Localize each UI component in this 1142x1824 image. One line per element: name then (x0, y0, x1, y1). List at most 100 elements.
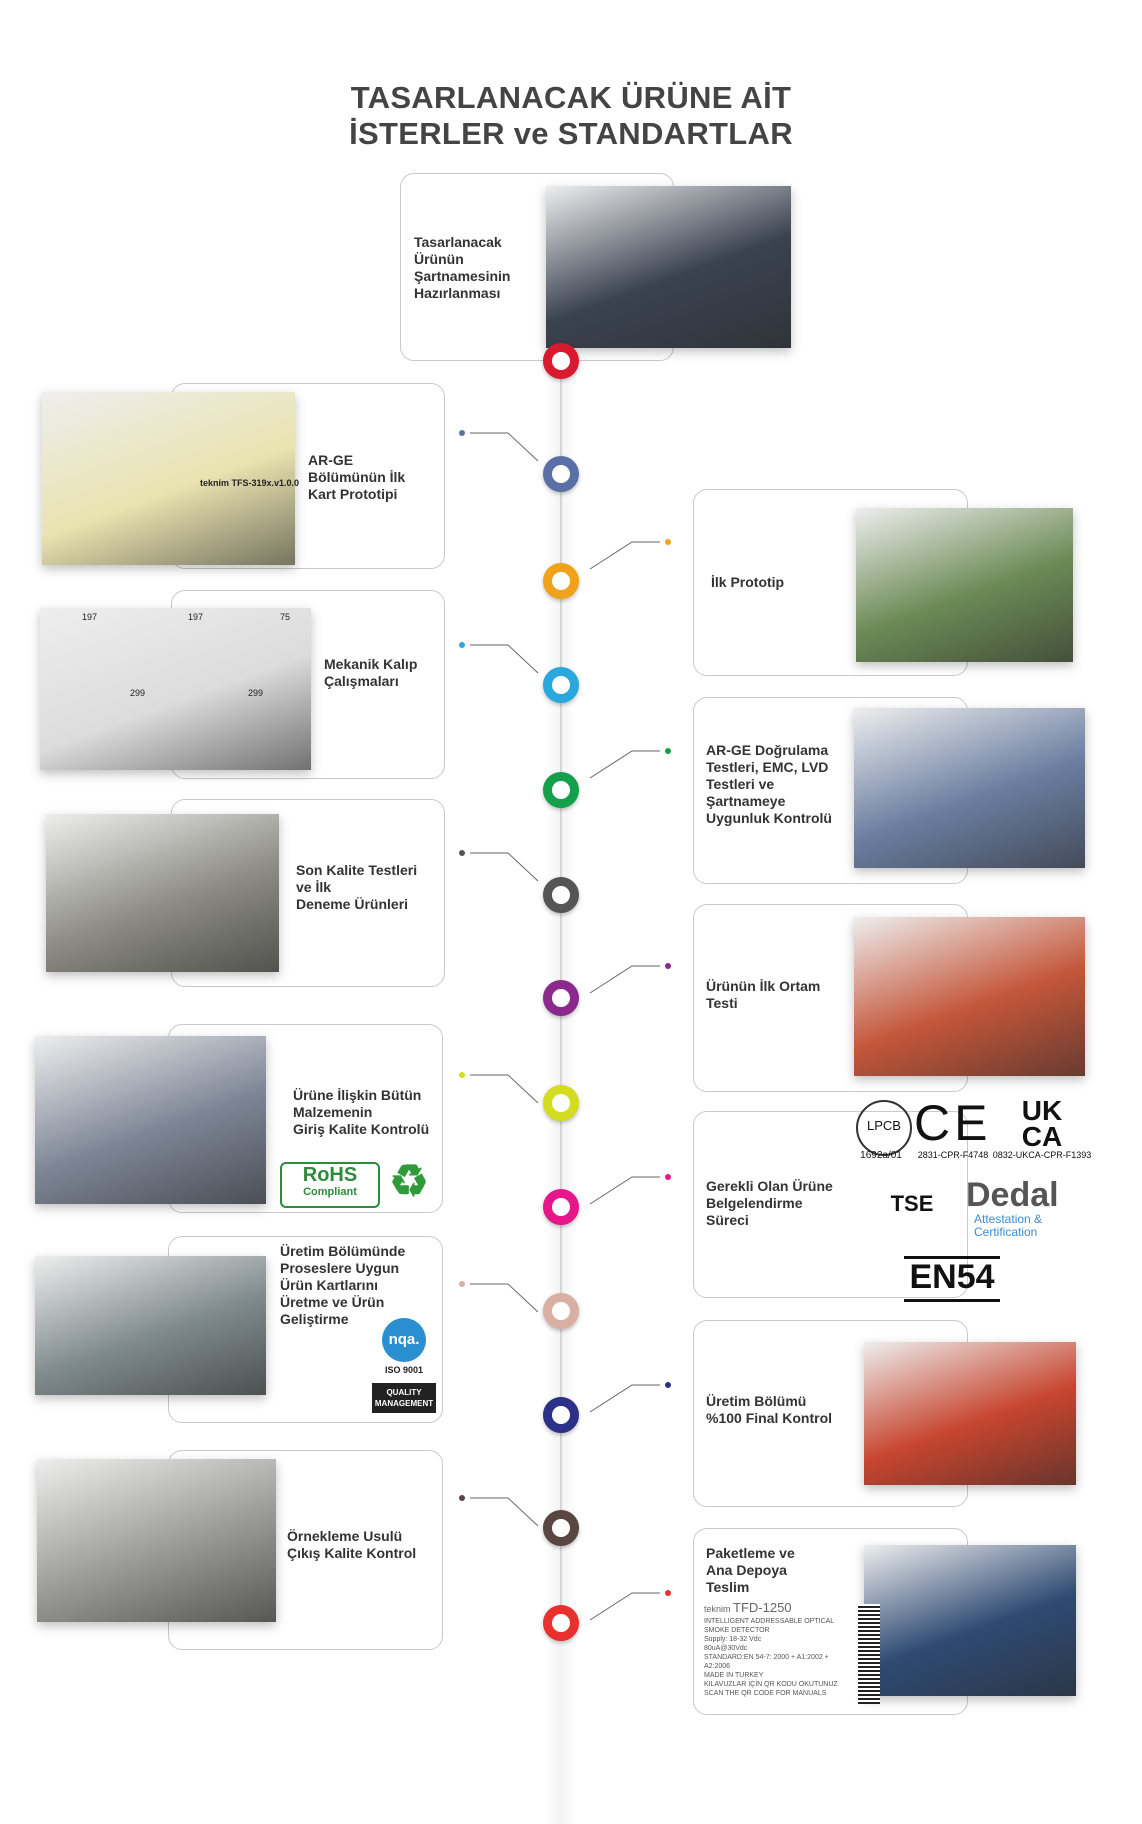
connector-line (589, 1592, 660, 1621)
iso-label: ISO 9001 (384, 1365, 424, 1375)
step-label: Üretim Bölümü %100 Final Kontrol (706, 1393, 833, 1426)
connector-dot (665, 1590, 671, 1596)
ukca-mark-top: UK (1021, 1095, 1063, 1126)
product-label-made_in: MADE IN TURKEY (704, 1672, 764, 1679)
dimension-label: 299 (130, 688, 146, 698)
dedal-subtitle-1: Attestation & (974, 1212, 1043, 1226)
connector-line (470, 1074, 539, 1104)
timeline-node-marker (543, 456, 579, 492)
dimension-label: 197 (82, 612, 98, 622)
timeline-node-marker (543, 1293, 579, 1329)
connector-dot (459, 1072, 465, 1078)
step-label: AR-GE Bölümünün İlk Kart Prototipi (308, 452, 406, 502)
qm-line-1: QUALITY (386, 1388, 422, 1397)
production-photo (35, 1256, 266, 1395)
step-label: Ürünün İlk Ortam Testi (706, 978, 821, 1011)
prototype-device-render (856, 508, 1073, 662)
final-control-photo (864, 1342, 1076, 1485)
connector-line (589, 541, 660, 570)
connector-line (589, 965, 660, 994)
timeline-node-marker (543, 1085, 579, 1121)
step-label: Son Kalite Testleri ve İlk Deneme Ürünle… (296, 862, 418, 912)
connector-dot (665, 1174, 671, 1180)
nqa-logo: nqa. (382, 1318, 426, 1362)
product-label-header: teknim TFD-1250 (704, 1600, 854, 1617)
barcode (858, 1604, 880, 1704)
timeline-node-marker (543, 563, 579, 599)
step-label: Mekanik Kalıp Çalışmaları (324, 656, 418, 689)
timeline-node-marker (543, 343, 579, 379)
connector-dot (459, 1281, 465, 1287)
timeline-node-marker (543, 1397, 579, 1433)
pcb-label: teknim TFS-319x.v1.0.0 (200, 478, 300, 488)
product-label-current: 80uA@30Vdc (704, 1645, 748, 1652)
connector-line (470, 852, 539, 882)
step-label: İlk Prototip (711, 574, 785, 590)
step-label: Tasarlanacak Ürünün Şartnamesinin Hazırl… (414, 234, 511, 301)
step-label: Paketleme ve Ana Depoya Teslim (706, 1545, 795, 1595)
product-label-qr_text: KILAVUZLAR İÇİN QR KODU OKUTUNUZ SCAN TH… (704, 1681, 838, 1697)
rohs-text: RoHS (302, 1164, 358, 1186)
pcb-prototype-photo (42, 392, 295, 565)
dedal-subtitle-2: Certification (974, 1225, 1038, 1239)
product-brand: teknim (704, 1604, 734, 1614)
lpcb-number: 1692a/01 (860, 1150, 902, 1161)
lpcb-logo: LPCB (856, 1100, 912, 1156)
product-model: TFD-1250 (733, 1600, 792, 1615)
timeline-node-marker (543, 1605, 579, 1641)
connector-dot (665, 963, 671, 969)
connector-dot (665, 539, 671, 545)
tse-logo: TSE (890, 1191, 934, 1216)
ce-mark: CE (914, 1095, 992, 1151)
recycle-icon: ♻ (389, 1157, 429, 1206)
connector-dot (459, 850, 465, 856)
connector-dot (459, 1495, 465, 1501)
dimension-label: 197 (188, 612, 204, 622)
product-label-desc: INTELLIGENT ADDRESSABLE OPTICAL SMOKE DE… (704, 1618, 834, 1634)
connector-line (470, 1283, 539, 1313)
page-title: TASARLANACAK ÜRÜNE AİT İSTERLER ve STAND… (0, 80, 1142, 152)
timeline-node-marker (543, 667, 579, 703)
ukca-number: 0832-UKCA-CPR-F1393 (992, 1150, 1092, 1160)
warehouse-photo (864, 1545, 1076, 1696)
dedal-logo: Dedal (966, 1176, 1059, 1214)
timeline-node-marker (543, 1189, 579, 1225)
timeline-node-marker (543, 877, 579, 913)
en54-logo: EN54 (904, 1256, 1000, 1302)
connector-line (470, 432, 539, 462)
connector-dot (665, 748, 671, 754)
meeting-photo (546, 186, 791, 348)
title-line-2: İSTERLER ve STANDARTLAR (349, 116, 793, 151)
dimension-label: 75 (280, 612, 291, 622)
connector-dot (459, 430, 465, 436)
quality-management-badge: QUALITY MANAGEMENT (372, 1383, 436, 1413)
step-label: AR-GE Doğrulama Testleri, EMC, LVD Testl… (706, 742, 832, 826)
quality-control-photo (35, 1036, 266, 1204)
rohs-subtext: Compliant (303, 1186, 357, 1198)
ukca-mark-bottom: CA (1021, 1121, 1063, 1152)
timeline-node-marker (543, 1510, 579, 1546)
timeline-node-marker (543, 980, 579, 1016)
connector-dot (665, 1382, 671, 1388)
qm-line-2: MANAGEMENT (374, 1399, 434, 1408)
connector-line (470, 644, 539, 674)
step-label: Üretim Bölümünde Proseslere Uygun Ürün K… (280, 1243, 406, 1327)
connector-line (589, 1176, 660, 1205)
product-label-supply: Supply: 18-32 Vdc (704, 1636, 762, 1643)
mechanical-drawing (40, 608, 311, 770)
step-label: Örnekleme Usulü Çıkış Kalite Kontrol (287, 1528, 417, 1561)
connector-line (589, 1384, 660, 1413)
ce-number: 2831-CPR-F4748 (917, 1150, 989, 1160)
connector-line (589, 750, 660, 779)
product-label-standard: STANDARD:EN 54-7: 2000 + A1:2002 + A2:20… (704, 1654, 829, 1670)
timeline-node-marker (543, 772, 579, 808)
lab-test-photo (854, 708, 1085, 868)
step-label: Ürüne İlişkin Bütün Malzemenin Giriş Kal… (293, 1087, 430, 1137)
workshop-photo (46, 814, 279, 972)
step-card (693, 1111, 968, 1298)
field-test-panel-photo (854, 917, 1085, 1076)
connector-dot (459, 642, 465, 648)
sampling-photo (37, 1459, 276, 1622)
